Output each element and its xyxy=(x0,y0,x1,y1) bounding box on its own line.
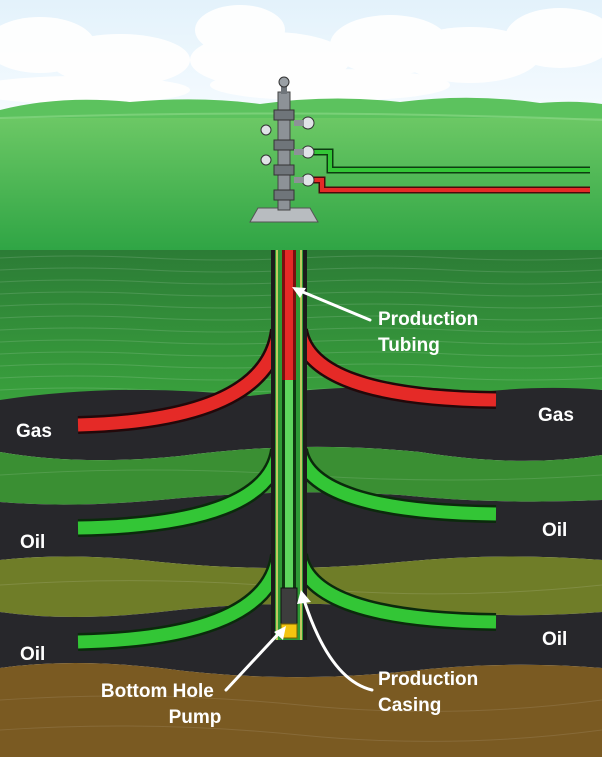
label-gas-left: Gas xyxy=(16,421,52,442)
label-production-tubing-line2: Tubing xyxy=(378,335,440,356)
label-oil-right-2: Oil xyxy=(542,629,567,650)
label-production-casing-line2: Casing xyxy=(378,695,441,716)
label-bottom-hole-pump: Bottom Hole Pump xyxy=(101,681,222,728)
label-gas-right: Gas xyxy=(538,405,574,426)
ground-surface xyxy=(0,118,602,253)
label-production-tubing-line1: Production xyxy=(378,309,478,330)
well-bore xyxy=(271,250,307,640)
surface-pipelines xyxy=(312,148,590,194)
label-production-tubing: Production Tubing xyxy=(378,309,484,356)
clouds xyxy=(0,5,602,104)
label-oil-left-1: Oil xyxy=(20,532,45,553)
label-production-casing: Production Casing xyxy=(378,669,484,716)
pump-arrow xyxy=(224,630,282,692)
label-production-casing-line1: Production xyxy=(378,669,478,690)
label-oil-left-2: Oil xyxy=(20,644,45,665)
label-oil-right-1: Oil xyxy=(542,520,567,541)
production-tubing xyxy=(285,250,293,380)
casing-arrow xyxy=(302,598,374,692)
bedrock xyxy=(0,663,602,757)
tubing-arrow xyxy=(296,288,372,322)
wellhead xyxy=(249,76,319,223)
label-bottom-hole-pump-line2: Pump xyxy=(169,707,222,728)
label-bottom-hole-pump-line1: Bottom Hole xyxy=(101,681,214,702)
callout-arrows xyxy=(224,287,374,692)
